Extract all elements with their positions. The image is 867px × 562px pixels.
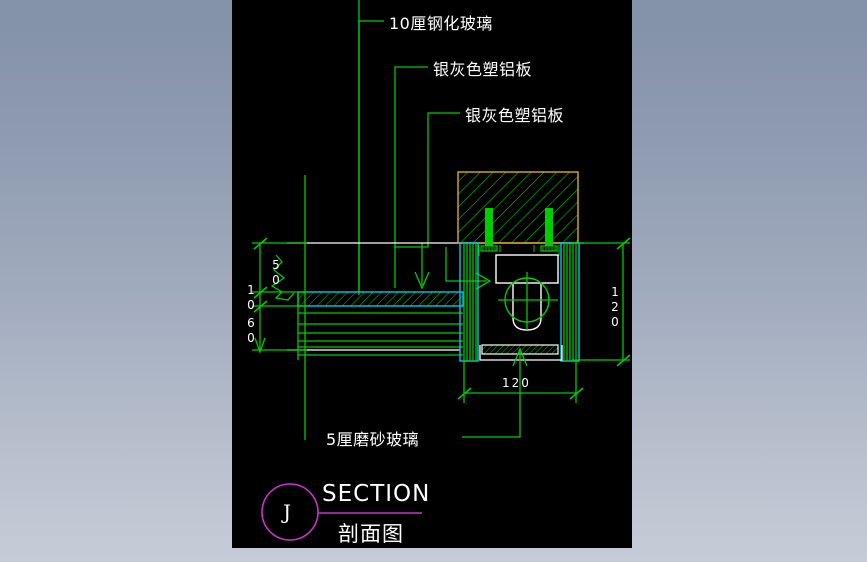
- fixing-bolt-right: [540, 208, 558, 252]
- glass-panel-hatched: [297, 291, 464, 307]
- pivot-circle: [498, 272, 558, 330]
- leader-line-note-2: [394, 66, 428, 288]
- cad-vector-drawing: [252, 0, 631, 541]
- annotation-label-aluminum-panel-2: 银灰色塑铝板: [465, 106, 565, 125]
- leader-line-note-3: [394, 112, 460, 248]
- break-line: [270, 254, 295, 301]
- leader-line-note-4: [462, 347, 528, 438]
- frame-profile-right: [560, 242, 580, 362]
- dimension-bottom: [457, 360, 584, 403]
- annotation-label-tempered-glass: 10厘钢化玻璃: [389, 14, 493, 33]
- dimension-right: [572, 237, 631, 367]
- dimension-text-60: 60: [244, 316, 258, 346]
- fixing-bolt-left: [480, 208, 498, 252]
- dimension-text-50: 50: [269, 258, 283, 288]
- section-bubble-letter: J: [283, 500, 292, 524]
- annotation-label-frosted-glass: 5厘磨砂玻璃: [326, 430, 420, 449]
- annotation-label-aluminum-panel-1: 银灰色塑铝板: [433, 60, 533, 79]
- panel-layer-lines: [297, 292, 463, 360]
- cad-drawing-canvas[interactable]: 10厘钢化玻璃 银灰色塑铝板 银灰色塑铝板 5厘磨砂玻璃 50 10 60 12…: [232, 0, 632, 548]
- section-title-chinese: 剖面图: [338, 522, 404, 546]
- section-title-english: SECTION: [322, 481, 431, 507]
- section-marker-bubble[interactable]: [261, 483, 422, 541]
- dimension-text-10: 10: [244, 283, 258, 313]
- structural-block-hatched: [457, 171, 579, 244]
- bearing-tick-marks: [478, 245, 560, 256]
- arrow-down-glass: [414, 243, 430, 290]
- frame-profile-left: [459, 242, 479, 362]
- dimension-text-right-120: 120: [608, 285, 622, 330]
- dimension-left-chain: [252, 237, 307, 354]
- leader-line-profile: [445, 247, 492, 290]
- dimension-text-bottom-120: 120: [502, 376, 531, 390]
- leader-line-note-1: [358, 20, 384, 290]
